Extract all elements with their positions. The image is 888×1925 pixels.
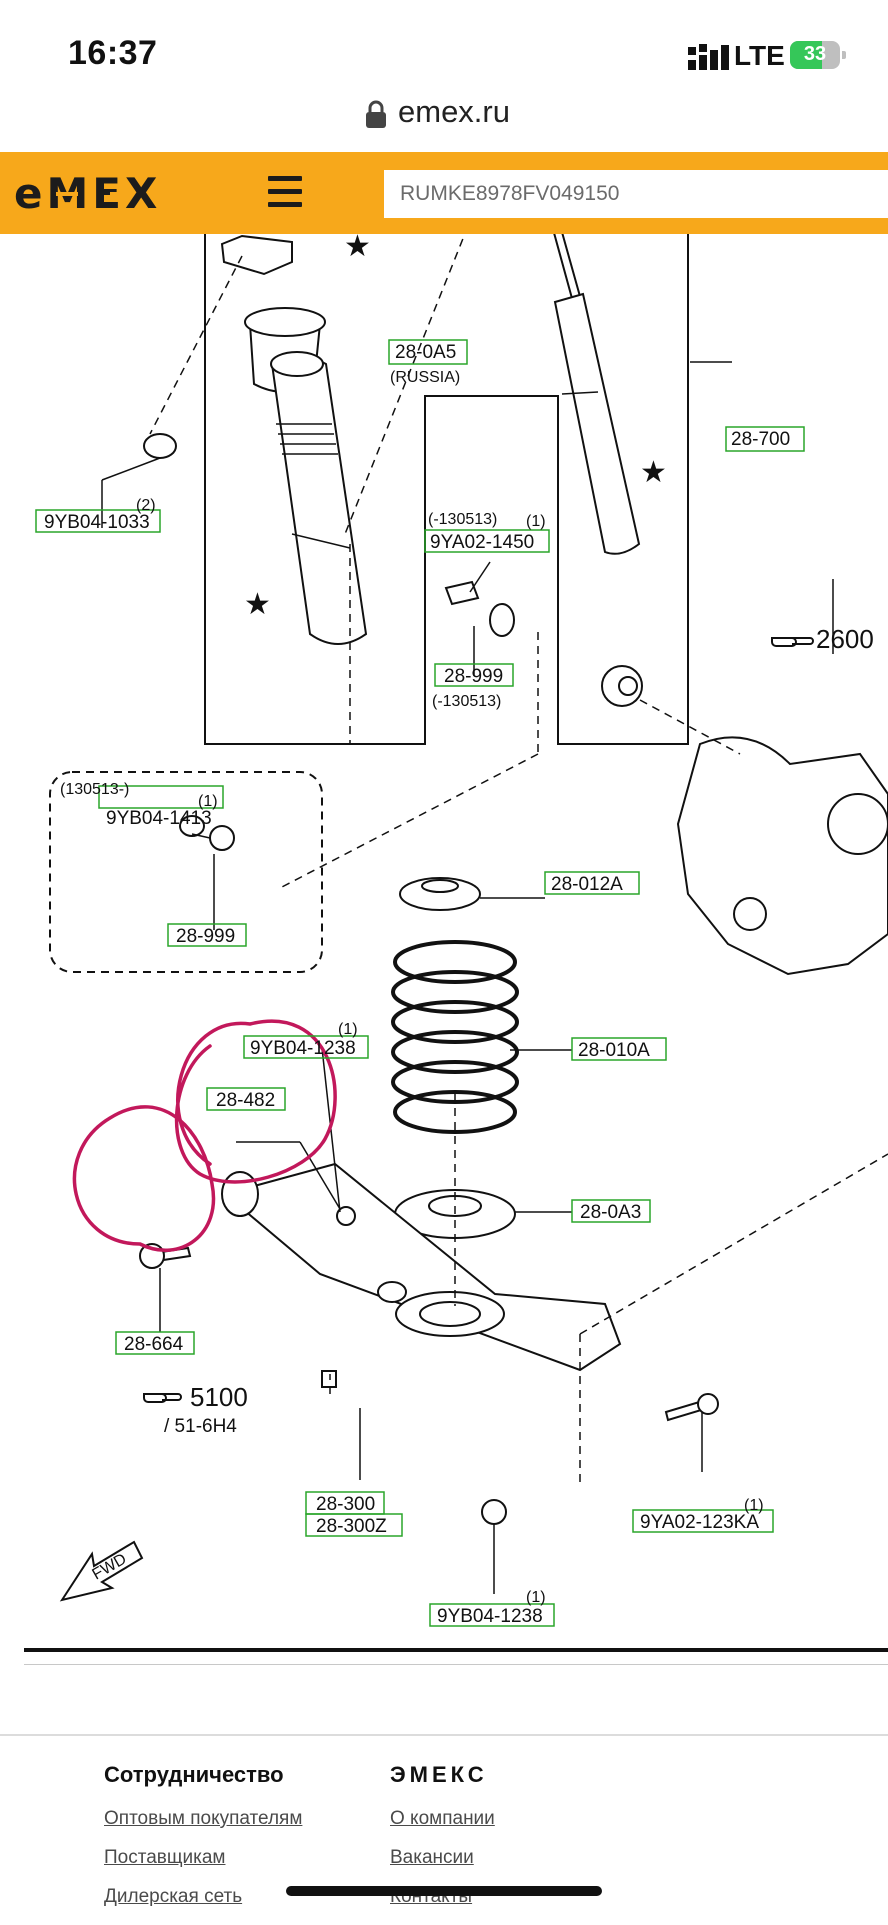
qty-note: (1) xyxy=(338,1021,358,1038)
parts-diagram: ★ ★ ★ 28-0A5 (RUSSIA) 28-700 (2) 9YB04-1… xyxy=(35,234,888,1627)
pointing-hand-icon xyxy=(771,637,814,647)
part-label-28-700[interactable]: 28-700 xyxy=(731,429,790,450)
shock-absorber-part xyxy=(553,234,643,707)
qty-note: (1) xyxy=(526,1589,546,1606)
part-label-9yb04-1413[interactable]: 9YB04-1413 xyxy=(106,808,212,829)
star-icon: ★ xyxy=(244,587,271,622)
ref-label-2600[interactable]: 2600 xyxy=(816,624,874,654)
footer-heading: Сотрудничество xyxy=(104,1762,284,1787)
star-icon: ★ xyxy=(640,455,667,490)
footer-link-suppliers[interactable]: Поставщикам xyxy=(104,1847,226,1868)
highlight-marks xyxy=(72,1019,337,1252)
qty-note: (1) xyxy=(198,793,218,810)
bolt-part-1450 xyxy=(444,580,480,606)
footer-link-about[interactable]: О компании xyxy=(390,1808,495,1829)
knuckle-part xyxy=(676,736,888,976)
washer-part-999a xyxy=(489,603,515,637)
nut-part-1033 xyxy=(143,433,177,459)
part-label-28-999[interactable]: 28-999 xyxy=(176,926,235,947)
part-label-9yb04-1238[interactable]: 9YB04-1238 xyxy=(250,1038,356,1059)
part-label-28-300[interactable]: 28-300 xyxy=(316,1494,375,1515)
ref-label-5100[interactable]: 5100 xyxy=(190,1382,248,1412)
spring-seat-upper-part xyxy=(399,877,481,911)
lock-icon xyxy=(366,100,386,128)
footer-link-wholesale[interactable]: Оптовым покупателям xyxy=(104,1808,303,1829)
date-note: (130513-) xyxy=(60,781,129,798)
variant-frame xyxy=(49,771,323,973)
qty-note: (1) xyxy=(526,513,546,530)
date-note: (-130513) xyxy=(432,693,501,710)
part-label-28-010a[interactable]: 28-010A xyxy=(578,1040,650,1061)
emex-logo[interactable]: eMEX xyxy=(14,170,192,216)
bump-stop-part xyxy=(220,234,368,645)
date-note: (-130513) xyxy=(428,511,497,528)
part-label-28-0a3[interactable]: 28-0A3 xyxy=(580,1202,641,1223)
ref-note-51-6h4: / 51-6H4 xyxy=(164,1416,237,1437)
nut-part-482 xyxy=(336,1206,356,1226)
star-icon: ★ xyxy=(344,234,371,264)
status-time: 16:37 xyxy=(68,34,158,72)
svg-text:eMEX: eMEX xyxy=(14,170,161,216)
qty-note: (2) xyxy=(136,497,156,514)
nut-part-1413 xyxy=(179,815,205,837)
footer-divider xyxy=(0,1734,888,1736)
fwd-arrow-icon: FWD xyxy=(59,1540,144,1602)
part-label-9yb04-1238[interactable]: 9YB04-1238 xyxy=(437,1606,543,1627)
part-label-28-300z[interactable]: 28-300Z xyxy=(316,1516,387,1537)
part-label-28-012a[interactable]: 28-012A xyxy=(551,874,623,895)
footer-heading: ЭМЕКС xyxy=(390,1762,488,1787)
pointing-hand-icon xyxy=(143,1393,182,1403)
part-label-28-0a5[interactable]: 28-0A5 xyxy=(395,342,456,363)
nut-part-1238b xyxy=(481,1499,507,1525)
part-label-28-482[interactable]: 28-482 xyxy=(216,1090,275,1111)
footer-column-partnership: Сотрудничество Оптовым покупателям Поста… xyxy=(104,1762,302,1925)
washer-part-999b xyxy=(209,825,235,851)
search-input[interactable]: RUMKE8978FV049150 xyxy=(384,170,888,218)
diagram-bottom-rule-thin xyxy=(24,1664,888,1665)
battery-icon: 33 xyxy=(790,41,840,69)
qty-note: (1) xyxy=(744,1497,764,1514)
bolt-part-5100 xyxy=(321,1370,337,1388)
footer-link-vacancies[interactable]: Вакансии xyxy=(390,1847,474,1868)
part-label-9yb04-1033[interactable]: 9YB04-1033 xyxy=(44,512,150,533)
hamburger-menu-icon[interactable] xyxy=(268,176,302,210)
signal-strength-icon xyxy=(688,44,729,70)
status-bar: 16:37 LTE 33 xyxy=(0,0,888,100)
part-label-9ya02-123ka[interactable]: 9YA02-123KA xyxy=(640,1512,759,1533)
footer-link-dealers[interactable]: Дилерская сеть xyxy=(104,1886,243,1907)
part-label-28-999[interactable]: 28-999 xyxy=(444,666,503,687)
part-label-28-664[interactable]: 28-664 xyxy=(124,1334,184,1355)
diagram-bottom-rule xyxy=(24,1648,888,1652)
home-indicator[interactable] xyxy=(286,1886,602,1896)
assembly-frame xyxy=(204,234,689,745)
coil-spring-part xyxy=(391,940,519,1134)
network-type: LTE xyxy=(734,40,785,71)
address-bar-url[interactable]: emex.ru xyxy=(398,94,510,129)
footer-column-emex: ЭМЕКС О компании Вакансии Контакты xyxy=(390,1762,495,1925)
part-label-9ya02-1450[interactable]: 9YA02-1450 xyxy=(430,532,534,553)
region-note: (RUSSIA) xyxy=(390,369,460,386)
battery-level: 33 xyxy=(803,43,827,65)
